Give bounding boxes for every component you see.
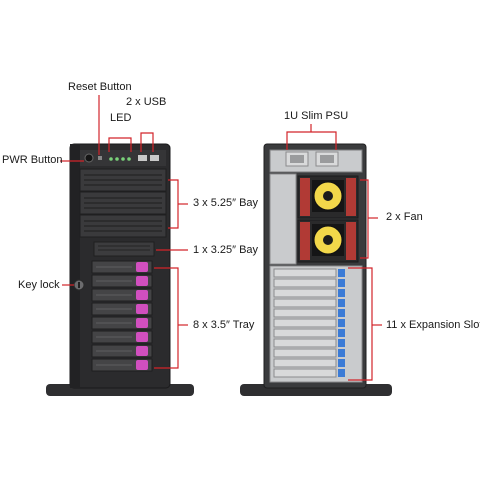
callout-tray-bracket bbox=[154, 267, 179, 369]
led-icon bbox=[109, 157, 113, 161]
usb-port-icon[interactable] bbox=[150, 155, 159, 161]
label-key-lock: Key lock bbox=[18, 279, 60, 291]
callout-led-bracket bbox=[108, 137, 132, 152]
fan-group bbox=[297, 175, 359, 263]
led-icon bbox=[115, 157, 119, 161]
callout-fan-bracket bbox=[360, 179, 369, 259]
expansion-slot[interactable] bbox=[273, 358, 345, 368]
expansion-slot[interactable] bbox=[273, 348, 345, 358]
expansion-slot-group bbox=[269, 265, 363, 383]
expansion-slot[interactable] bbox=[273, 278, 345, 288]
label-fan: 2 x Fan bbox=[386, 211, 423, 223]
rear-tower bbox=[240, 143, 392, 396]
label-usb: 2 x USB bbox=[126, 96, 167, 108]
tray-35[interactable] bbox=[91, 288, 153, 302]
tray-35[interactable] bbox=[91, 330, 153, 344]
reset-button-icon[interactable] bbox=[98, 156, 102, 160]
expansion-slot[interactable] bbox=[273, 328, 345, 338]
expansion-slot[interactable] bbox=[273, 318, 345, 328]
bay-525-group bbox=[79, 168, 167, 238]
front-callouts bbox=[60, 95, 188, 369]
expansion-slot[interactable] bbox=[273, 368, 345, 378]
expansion-slot[interactable] bbox=[273, 338, 345, 348]
power-button-icon[interactable] bbox=[84, 153, 94, 163]
rear-callouts bbox=[286, 124, 382, 381]
usb-port-icon[interactable] bbox=[138, 155, 147, 161]
tray-35[interactable] bbox=[91, 358, 153, 372]
led-icon bbox=[127, 157, 131, 161]
label-tray-35: 8 x 3.5″ Tray bbox=[193, 319, 255, 331]
tray-35[interactable] bbox=[91, 260, 153, 274]
front-side-bezel bbox=[70, 144, 80, 388]
callout-usb-bracket bbox=[140, 132, 154, 152]
tray-35[interactable] bbox=[91, 302, 153, 316]
bay-325[interactable] bbox=[93, 241, 155, 257]
label-bay-325: 1 x 3.25″ Bay bbox=[193, 244, 259, 256]
label-bay-525: 3 x 5.25″ Bay bbox=[193, 197, 259, 209]
front-tower bbox=[46, 143, 194, 396]
tray-35[interactable] bbox=[91, 274, 153, 288]
expansion-slot[interactable] bbox=[273, 288, 345, 298]
label-pwr-button: PWR Button bbox=[2, 154, 63, 166]
expansion-slot[interactable] bbox=[273, 298, 345, 308]
label-psu: 1U Slim PSU bbox=[284, 110, 349, 122]
expansion-slot[interactable] bbox=[273, 308, 345, 318]
label-reset-button: Reset Button bbox=[68, 81, 132, 93]
rear-panel-plate bbox=[269, 173, 297, 265]
expansion-slot[interactable] bbox=[273, 268, 345, 278]
tray-35[interactable] bbox=[91, 344, 153, 358]
tray-35[interactable] bbox=[91, 316, 153, 330]
label-expansion: 11 x Expansion Slot bbox=[386, 319, 480, 331]
label-led: LED bbox=[110, 112, 132, 124]
led-icon bbox=[121, 157, 125, 161]
callout-expansion-bracket bbox=[348, 267, 373, 381]
tray-35-group bbox=[91, 260, 153, 372]
